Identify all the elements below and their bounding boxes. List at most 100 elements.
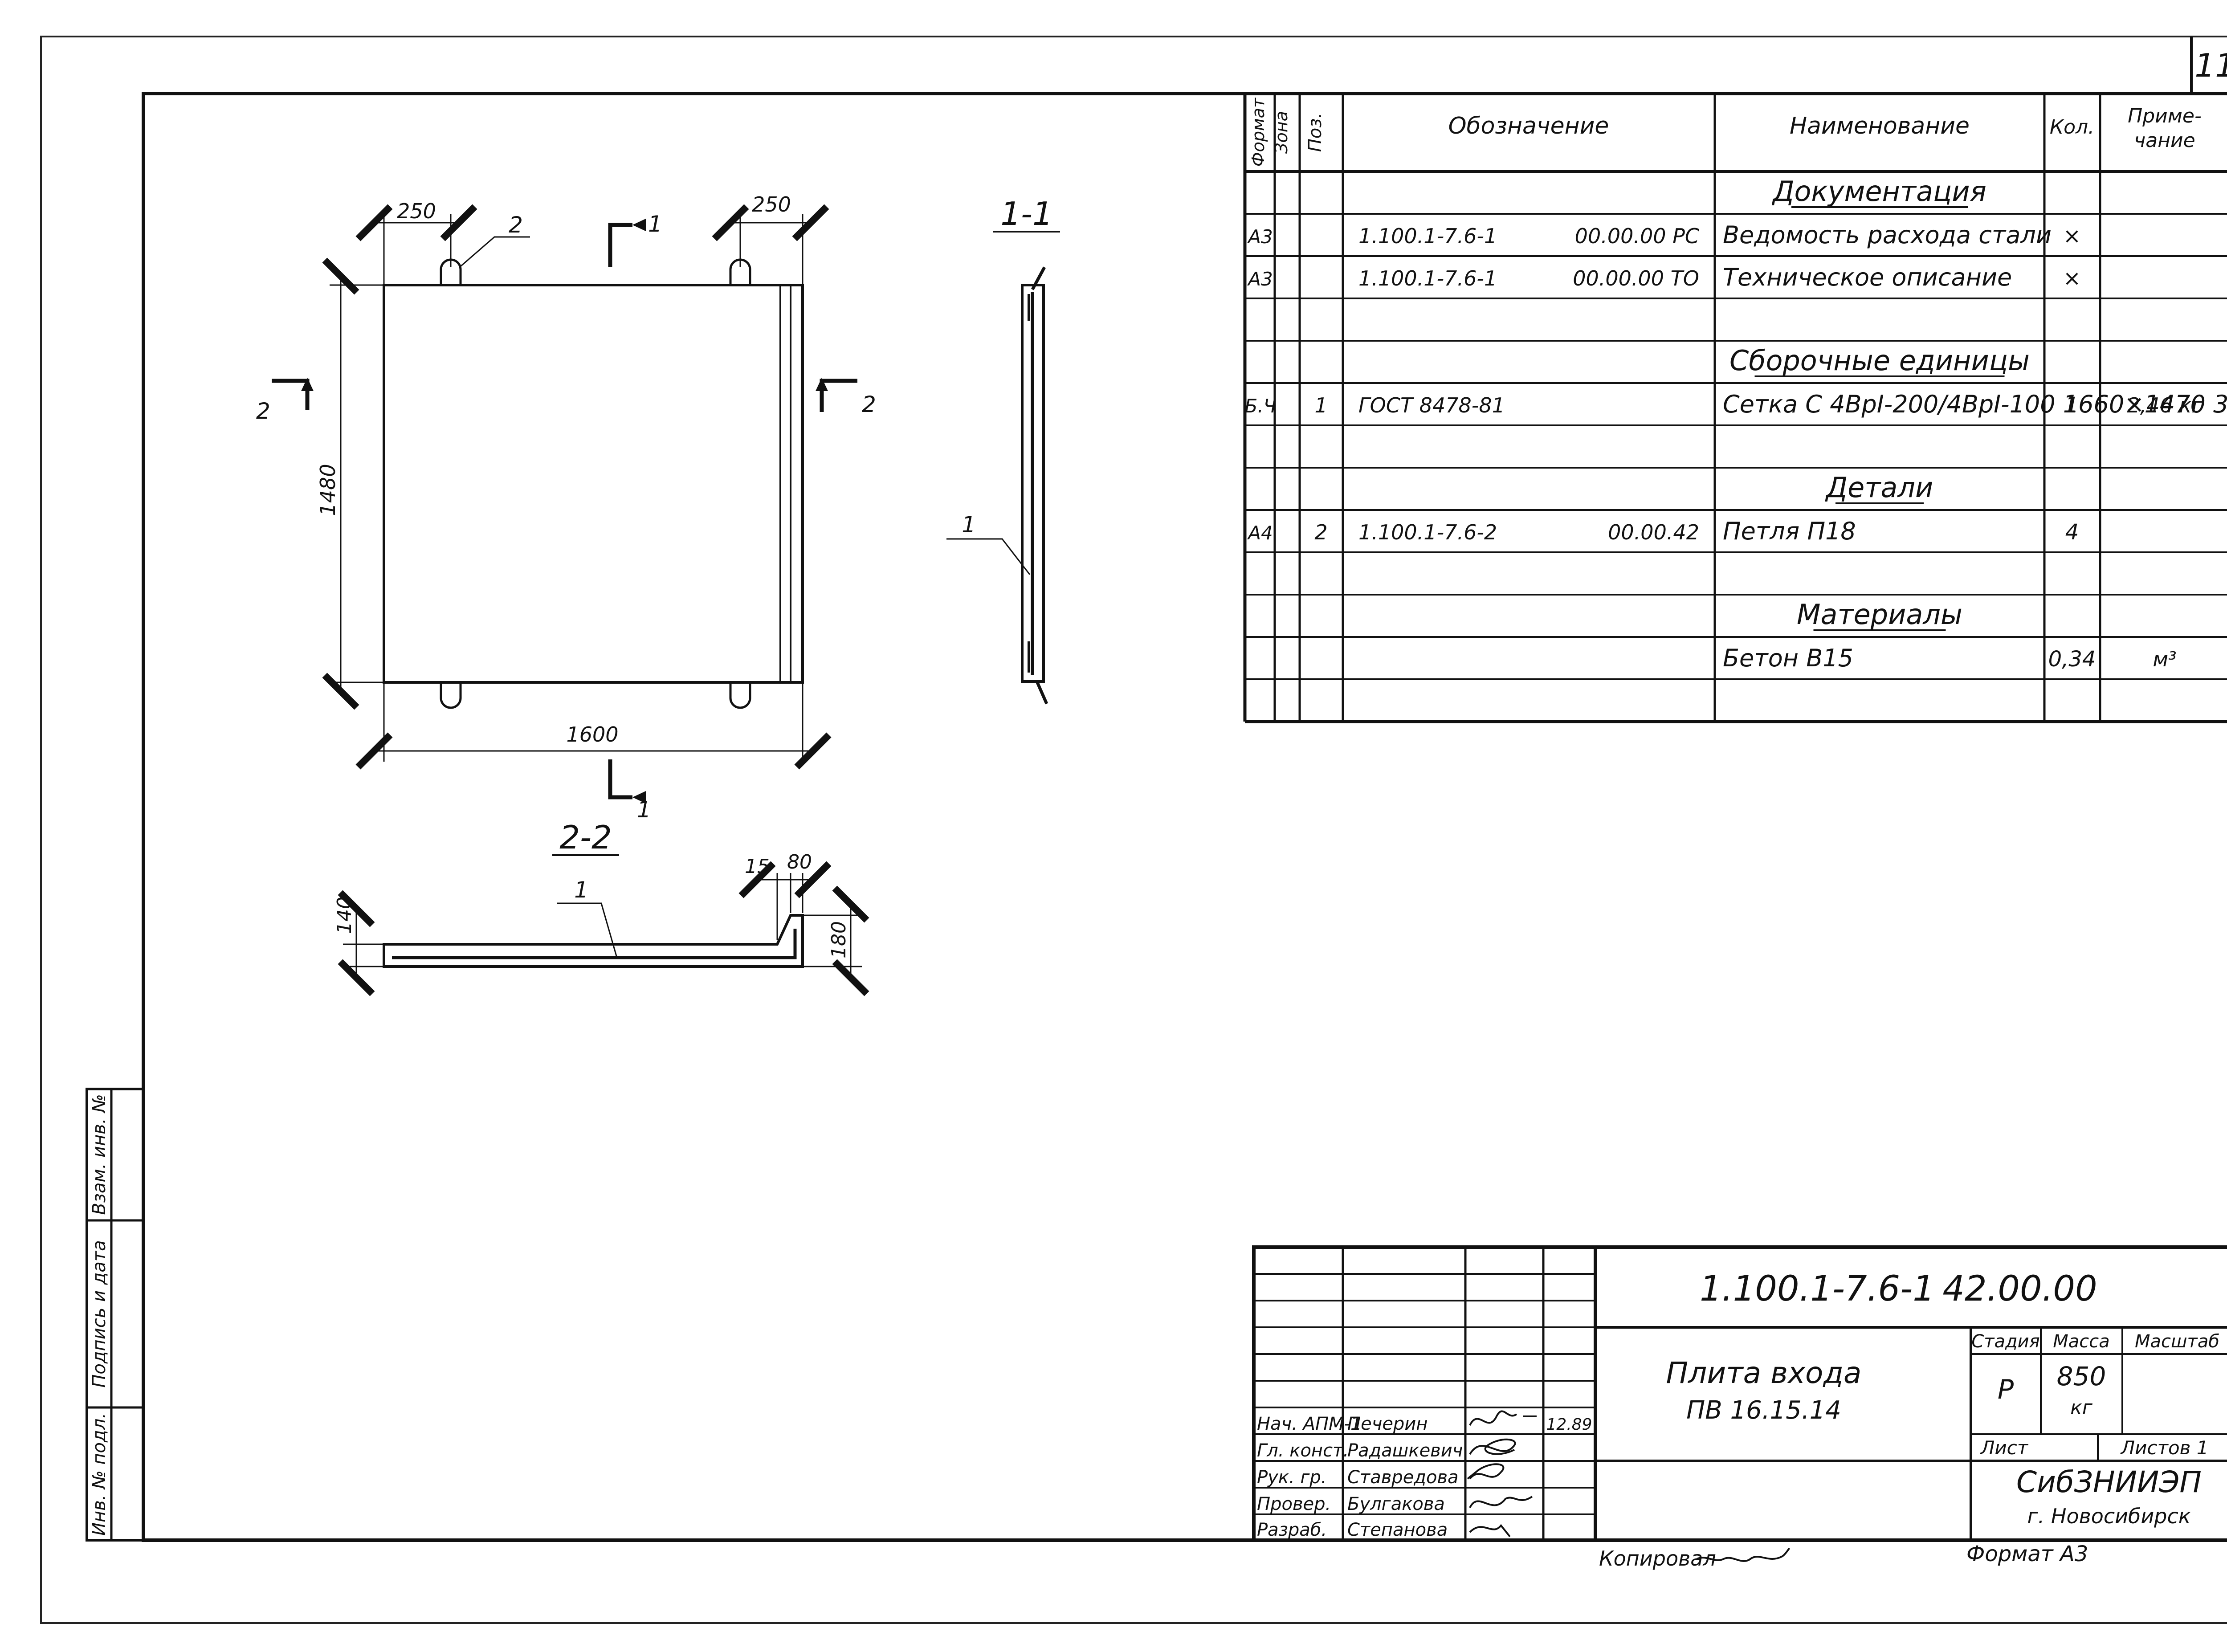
copied-by-label: Копировал (1599, 1546, 1716, 1570)
staff-name-1: Печерин (1347, 1414, 1428, 1434)
title-block-text: 1.100.1-7.6-1 42.00.00 Плита входа ПВ 16… (1257, 1269, 2219, 1540)
staff-role-2: Гл. конст. (1257, 1440, 1349, 1461)
section-2-2-leader-text: 1 (574, 877, 588, 903)
page-number-box: 114 (2190, 37, 2227, 95)
staff-name-3: Ставредова (1347, 1467, 1459, 1488)
mass-value: 850 (2057, 1361, 2106, 1391)
scale-label: Масштаб (2135, 1331, 2219, 1352)
spec-cell-name: Ведомость расхода стали (1723, 221, 2052, 249)
cut-1-bottom-text: 1 (637, 797, 651, 823)
section-1-1-outline (1021, 284, 1045, 683)
dim-right-2-2-text: 180 (828, 921, 850, 959)
stage-value: Р (1998, 1374, 2014, 1405)
spec-cell-qty: × (2063, 224, 2081, 249)
dim-width-text: 1600 (566, 722, 618, 746)
spec-cell-format: А4 (1247, 522, 1273, 544)
dim-top-2-2-b-text: 80 (787, 851, 812, 873)
spec-cell-note: 2,46 кг (2127, 393, 2203, 417)
spec-header-designation: Обозначение (1448, 113, 1609, 139)
cut-2-right-text: 2 (862, 392, 876, 417)
spec-cell-name: Сетка С 4ВрI-200/4ВрI-100 1660×1470 35/3… (1723, 390, 2227, 418)
spec-cell-qty: × (2063, 266, 2081, 291)
sheet-format-label: Формат А3 (1966, 1542, 2088, 1566)
approval-date: 12.89 (1546, 1415, 1592, 1434)
organization-name: СибЗНИИЭП (2016, 1465, 2202, 1499)
spec-cell-code: 00.00.00 ТО (1573, 266, 1699, 290)
mass-unit: кг (2070, 1396, 2093, 1419)
section-2-2 (338, 854, 869, 996)
section-2-2-rebar (392, 929, 797, 959)
sheet-label: Лист (1980, 1437, 2029, 1459)
cut-mark-2-left (272, 379, 310, 410)
spec-cell-code: 00.00.00 РС (1575, 224, 1699, 248)
staff-role-4: Провер. (1257, 1494, 1331, 1514)
spec-cell-qty: 4 (2065, 520, 2079, 545)
spec-section-heading: Детали (1825, 471, 1933, 504)
spec-section-heading: Материалы (1797, 598, 1962, 631)
staff-name-4: Булгакова (1347, 1494, 1445, 1514)
loop-bottom-left (440, 682, 462, 709)
doc-code-suffix: 42.00.00 (1942, 1269, 2097, 1309)
dim-top-2-2-a-text: 15 (745, 855, 770, 878)
section-1-1-title: 1-1 (1000, 195, 1053, 233)
doc-code: 1.100.1-7.6-1 (1700, 1269, 1935, 1309)
spec-cell-pos: 1 (1314, 393, 1327, 417)
page-number: 114 (2194, 47, 2227, 84)
spec-header-note-line2: чание (2134, 129, 2195, 152)
mass-label: Масса (2053, 1331, 2110, 1352)
copied-by-signature (1697, 1548, 1790, 1562)
spec-cell-code: 00.00.42 (1608, 520, 1699, 544)
spec-cell-pos: 2 (1314, 520, 1327, 544)
spec-header-note-line1: Приме- (2128, 105, 2202, 127)
spec-cell-name: Техническое описание (1723, 263, 2012, 291)
plan-labels: 250 250 1480 1600 2 1 1 2 2 (256, 192, 876, 823)
staff-role-5: Разраб. (1257, 1520, 1327, 1540)
signatures (1467, 1410, 1537, 1538)
spec-cell-format: А3 (1247, 226, 1273, 248)
spec-section-heading: Сборочные единицы (1729, 344, 2030, 377)
spec-header-pos: Поз. (1305, 113, 1326, 152)
spec-cell-note: м³ (2153, 647, 2176, 671)
loop-bottom-right (729, 682, 751, 709)
dim-top-left-text: 250 (397, 199, 436, 223)
spec-header-qty: Кол. (2050, 116, 2094, 139)
spec-section-heading: Документация (1771, 175, 1986, 208)
staff-role-3: Рук. гр. (1257, 1467, 1327, 1488)
spec-cell-designation: 1.100.1-7.6-1 (1358, 224, 1497, 248)
sheets-label: Листов 1 (2120, 1437, 2209, 1459)
loop-end-bottom (1035, 681, 1048, 705)
spec-cell-name: Петля П18 (1723, 517, 1856, 545)
spec-cell-designation: 1.100.1-7.6-2 (1358, 520, 1497, 544)
loop-end-top (1031, 266, 1046, 290)
spec-cell-format: А3 (1247, 268, 1273, 290)
spec-cell-qty: 1 (2065, 393, 2079, 418)
staff-name-5: Степанова (1347, 1520, 1448, 1540)
side-stamp-replace-inv: Взам. инв. № (89, 1094, 110, 1215)
section-2-2-title: 2-2 (559, 819, 612, 856)
product-mark: ПВ 16.15.14 (1686, 1396, 1841, 1425)
dim-height-text: 1480 (316, 464, 340, 516)
title-block (1252, 1245, 2227, 1542)
side-stamp: Взам. инв. № Подпись и дата Инв. № подл. (86, 1088, 145, 1542)
spec-cell-name: Бетон В15 (1723, 644, 1853, 672)
cut-mark-2-right (820, 379, 857, 412)
section-1-1 (946, 231, 1060, 705)
section-1-1-leader-text: 1 (962, 512, 976, 538)
cut-2-left-text: 2 (256, 398, 270, 424)
organization-city: г. Новосибирск (2027, 1504, 2190, 1528)
spec-cell-designation: 1.100.1-7.6-1 (1358, 266, 1497, 290)
plan-view (272, 204, 857, 804)
spec-cell-designation: ГОСТ 8478-81 (1358, 393, 1505, 417)
staff-role-1: Нач. АПМ-1 (1257, 1414, 1362, 1434)
slab-outline (383, 284, 804, 684)
spec-header-format: Формат (1248, 97, 1268, 167)
side-stamp-orig-inv: Инв. № подл. (89, 1413, 110, 1536)
spec-cell-format: Б.Ч (1245, 395, 1277, 417)
section-2-2-leader (557, 902, 618, 958)
leader-loop-text: 2 (509, 212, 523, 238)
leader-loop (460, 236, 530, 267)
spec-cell-qty: 0,34 (2048, 647, 2096, 672)
stage-label: Стадия (1971, 1331, 2039, 1352)
